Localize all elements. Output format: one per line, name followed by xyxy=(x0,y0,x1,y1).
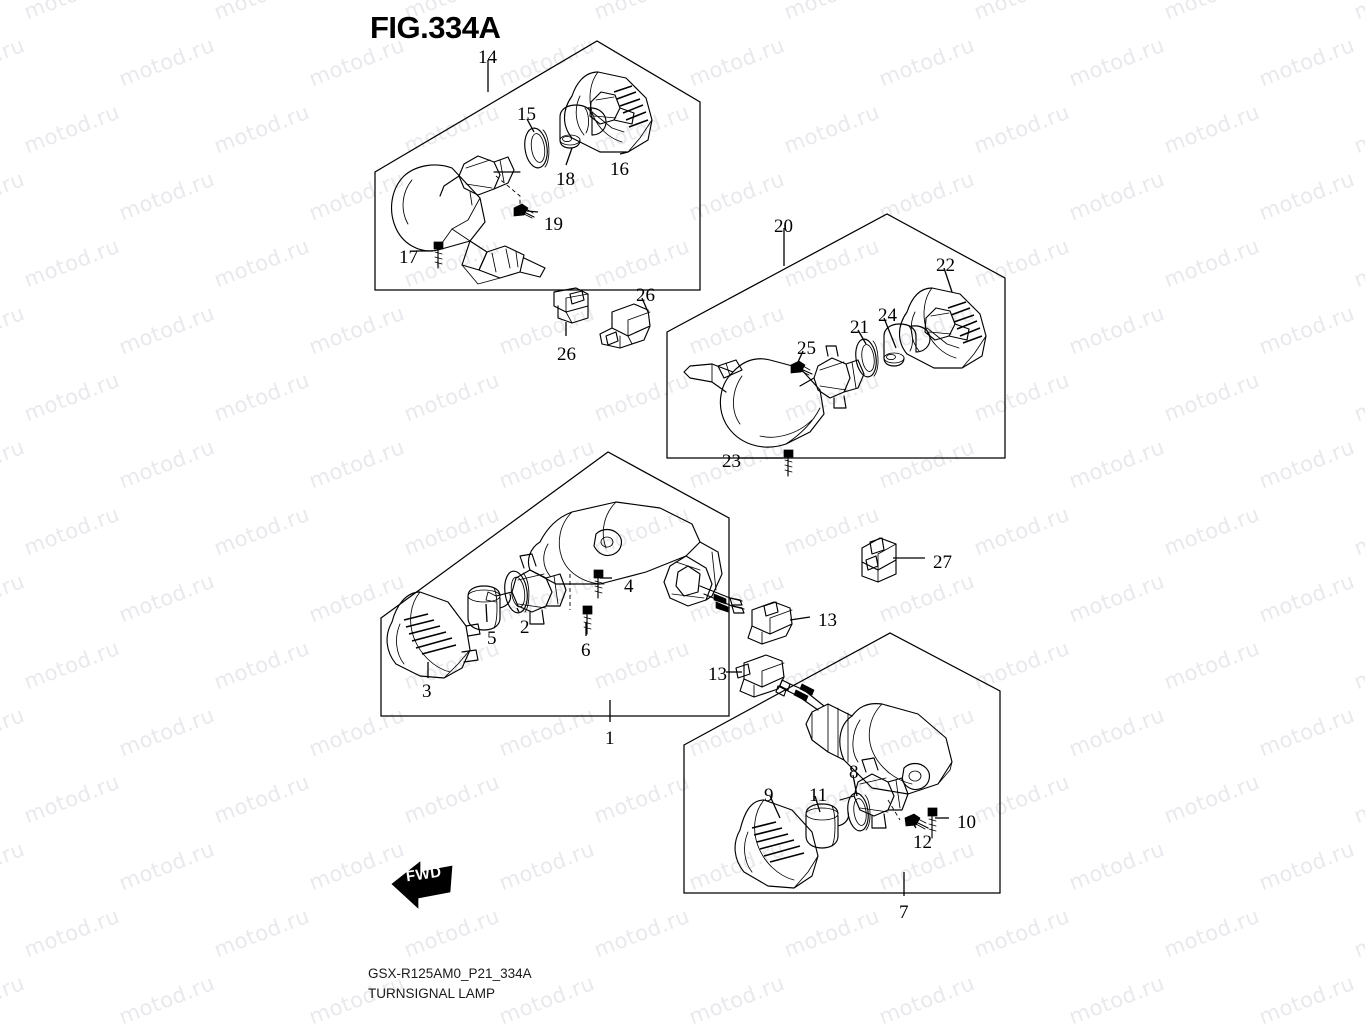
part-20-lamp-housing xyxy=(683,358,825,448)
callout-number-14: 14 xyxy=(478,47,497,68)
part-19-screw xyxy=(513,203,535,219)
leader-21 xyxy=(857,329,867,345)
callout-number-27: 27 xyxy=(933,552,952,573)
part-9-lens xyxy=(734,799,819,889)
part-12-screw xyxy=(904,813,929,830)
callout-number-7: 7 xyxy=(899,902,909,923)
part-4-screw xyxy=(593,569,604,599)
fwd-arrow-icon xyxy=(391,861,453,909)
part-1-socket xyxy=(485,553,567,625)
leader-13a xyxy=(789,616,811,621)
assembly-box-20 xyxy=(666,213,1006,459)
callout-number-26: 26 xyxy=(636,285,655,306)
callout-number-20: 20 xyxy=(774,216,793,237)
leader-25 xyxy=(797,350,804,363)
alignment-dash-14 xyxy=(495,175,521,212)
callout-number-17: 17 xyxy=(399,247,418,268)
footer-name: TURNSIGNAL LAMP xyxy=(368,985,496,1001)
part-27-clip xyxy=(861,537,897,583)
part-13-clip-b xyxy=(735,654,785,698)
part-3-lens xyxy=(386,591,481,679)
callout-number-13: 13 xyxy=(818,610,837,631)
part-7-socket xyxy=(839,757,909,829)
callout-number-18: 18 xyxy=(556,169,575,190)
leader-8 xyxy=(852,774,858,797)
assembly-box-1 xyxy=(380,451,730,717)
part-10-screw xyxy=(927,807,938,839)
part-20-socket xyxy=(799,345,865,409)
callout-number-5: 5 xyxy=(487,628,497,649)
leader-26b xyxy=(641,297,649,313)
callout-number-13: 13 xyxy=(708,664,727,685)
callout-number-3: 3 xyxy=(422,681,432,702)
part-18-bulb xyxy=(559,104,607,149)
callout-number-19: 19 xyxy=(544,214,563,235)
leader-5 xyxy=(485,603,488,623)
footer-code: GSX-R125AM0_P21_334A xyxy=(368,966,532,981)
leader-19 xyxy=(526,210,539,213)
callout-number-10: 10 xyxy=(957,812,976,833)
leader-18 xyxy=(565,147,573,166)
callout-number-16: 16 xyxy=(610,159,629,180)
figure-footer: GSX-R125AM0_P21_334A TURNSIGNAL LAMP xyxy=(368,964,532,1003)
part-16-lens xyxy=(563,71,653,153)
alignment-dash-7 xyxy=(887,799,901,821)
callout-number-23: 23 xyxy=(722,451,741,472)
callout-number-6: 6 xyxy=(581,640,591,661)
leader-16 xyxy=(619,151,629,155)
leader-12 xyxy=(911,821,917,829)
part-13-clip-a xyxy=(747,601,793,645)
leader-24 xyxy=(883,317,897,349)
part-17-screw xyxy=(433,241,444,269)
part-15-o-ring xyxy=(524,127,550,169)
callout-number-12: 12 xyxy=(913,832,932,853)
leader-15 xyxy=(526,118,535,133)
callout-number-2: 2 xyxy=(520,617,530,638)
part-5-bulb xyxy=(467,585,512,631)
callout-number-25: 25 xyxy=(797,338,816,359)
callout-number-15: 15 xyxy=(517,104,536,125)
part-22-lens xyxy=(898,287,987,369)
part-2-o-ring xyxy=(504,570,530,614)
assembly-box-7 xyxy=(683,632,1001,894)
callout-number-9: 9 xyxy=(764,785,774,806)
leader-11 xyxy=(814,795,821,813)
callout-number-26: 26 xyxy=(557,344,576,365)
leader-9 xyxy=(769,795,781,819)
callout-number-22: 22 xyxy=(936,255,955,276)
part-6-screw xyxy=(582,605,593,635)
callout-number-24: 24 xyxy=(878,305,897,326)
part-23-screw xyxy=(783,449,794,477)
part-14-lamp-housing xyxy=(391,164,546,285)
part-11-bulb xyxy=(805,803,850,849)
leader-2 xyxy=(516,607,520,613)
callout-number-21: 21 xyxy=(850,317,869,338)
part-19-socket xyxy=(439,155,521,206)
callout-number-11: 11 xyxy=(809,785,828,806)
callout-number-8: 8 xyxy=(849,762,859,783)
callout-number-4: 4 xyxy=(624,576,634,597)
figure-title: FIG.334A xyxy=(370,10,501,45)
part-26-clip-a xyxy=(553,287,589,324)
leader-22 xyxy=(943,267,953,293)
callout-number-1: 1 xyxy=(605,728,615,749)
part-7-lamp-housing xyxy=(775,679,953,795)
assembly-box-14 xyxy=(374,40,701,291)
part-26-clip-b xyxy=(599,303,651,349)
